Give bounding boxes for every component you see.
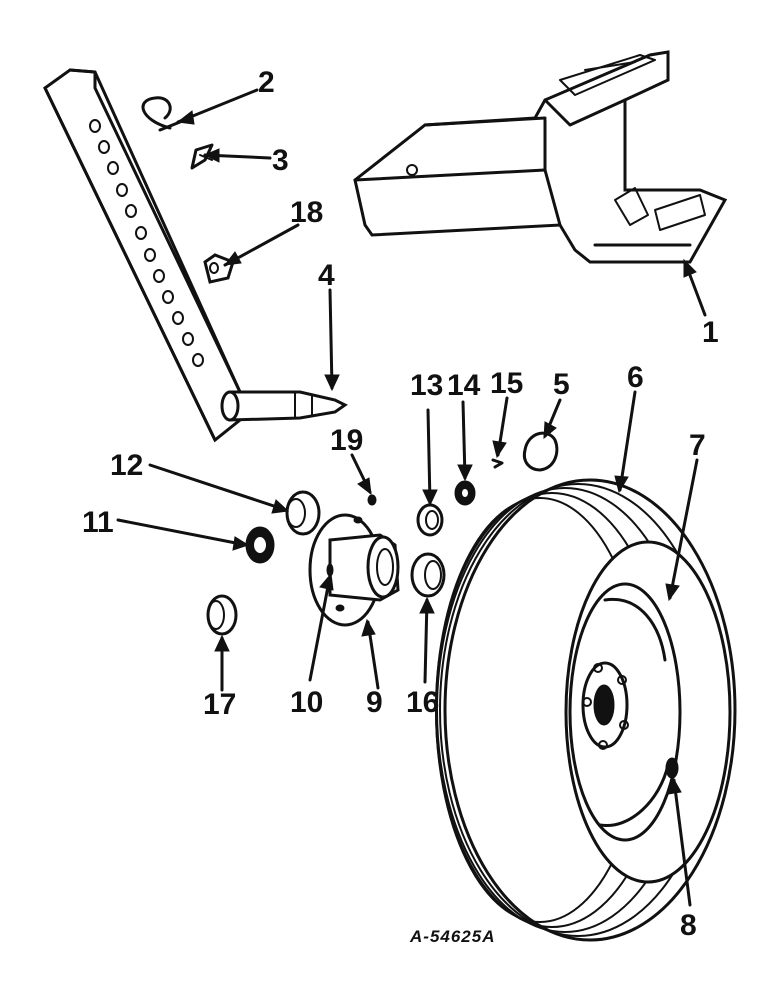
part-2-hitch-pin [141,96,182,132]
part-19-fitting [367,494,377,506]
callout-19: 19 [330,424,363,457]
spindle-holes [89,119,204,367]
callout-2: 2 [258,66,275,99]
callout-17: 17 [203,688,236,721]
part-9-hub [308,513,400,627]
part-17-bushing [206,594,238,636]
callout-1: 1 [702,316,719,349]
part-4-spindle-arm [43,68,348,443]
callout-9: 9 [366,686,383,719]
part-11-seal [245,526,275,564]
part-3-clip [190,143,214,170]
callout-11: 11 [82,506,114,539]
part-7-wheel-rim [568,582,682,842]
callout-5: 5 [553,368,570,401]
callout-15: 15 [490,367,523,400]
callout-18: 18 [290,196,323,229]
part-14-nut [454,480,476,506]
part-13-bearing-cone [416,503,444,537]
part-16-bearing-cup [410,552,446,598]
part-15-cotter-pin [491,458,504,469]
part-12-ring [285,490,321,536]
callout-8: 8 [680,909,697,942]
part-8-bolt [665,757,679,779]
part-1-bracket [353,50,728,264]
part-18-block [203,253,235,284]
callout-labels: 1 2 3 4 5 6 7 8 9 10 11 12 13 14 15 16 1… [82,66,719,942]
callout-13: 13 [410,369,443,402]
callout-10: 10 [290,686,323,719]
callout-16: 16 [406,686,439,719]
callout-12: 12 [110,449,143,482]
callout-3: 3 [272,144,289,177]
leader-lines [116,88,707,907]
callout-4: 4 [318,259,335,292]
part-5-hub-cap [522,431,559,472]
callout-14: 14 [447,369,481,402]
callout-7: 7 [689,429,706,462]
callout-6: 6 [627,361,644,394]
drawing-number: A-54625A [409,927,496,946]
